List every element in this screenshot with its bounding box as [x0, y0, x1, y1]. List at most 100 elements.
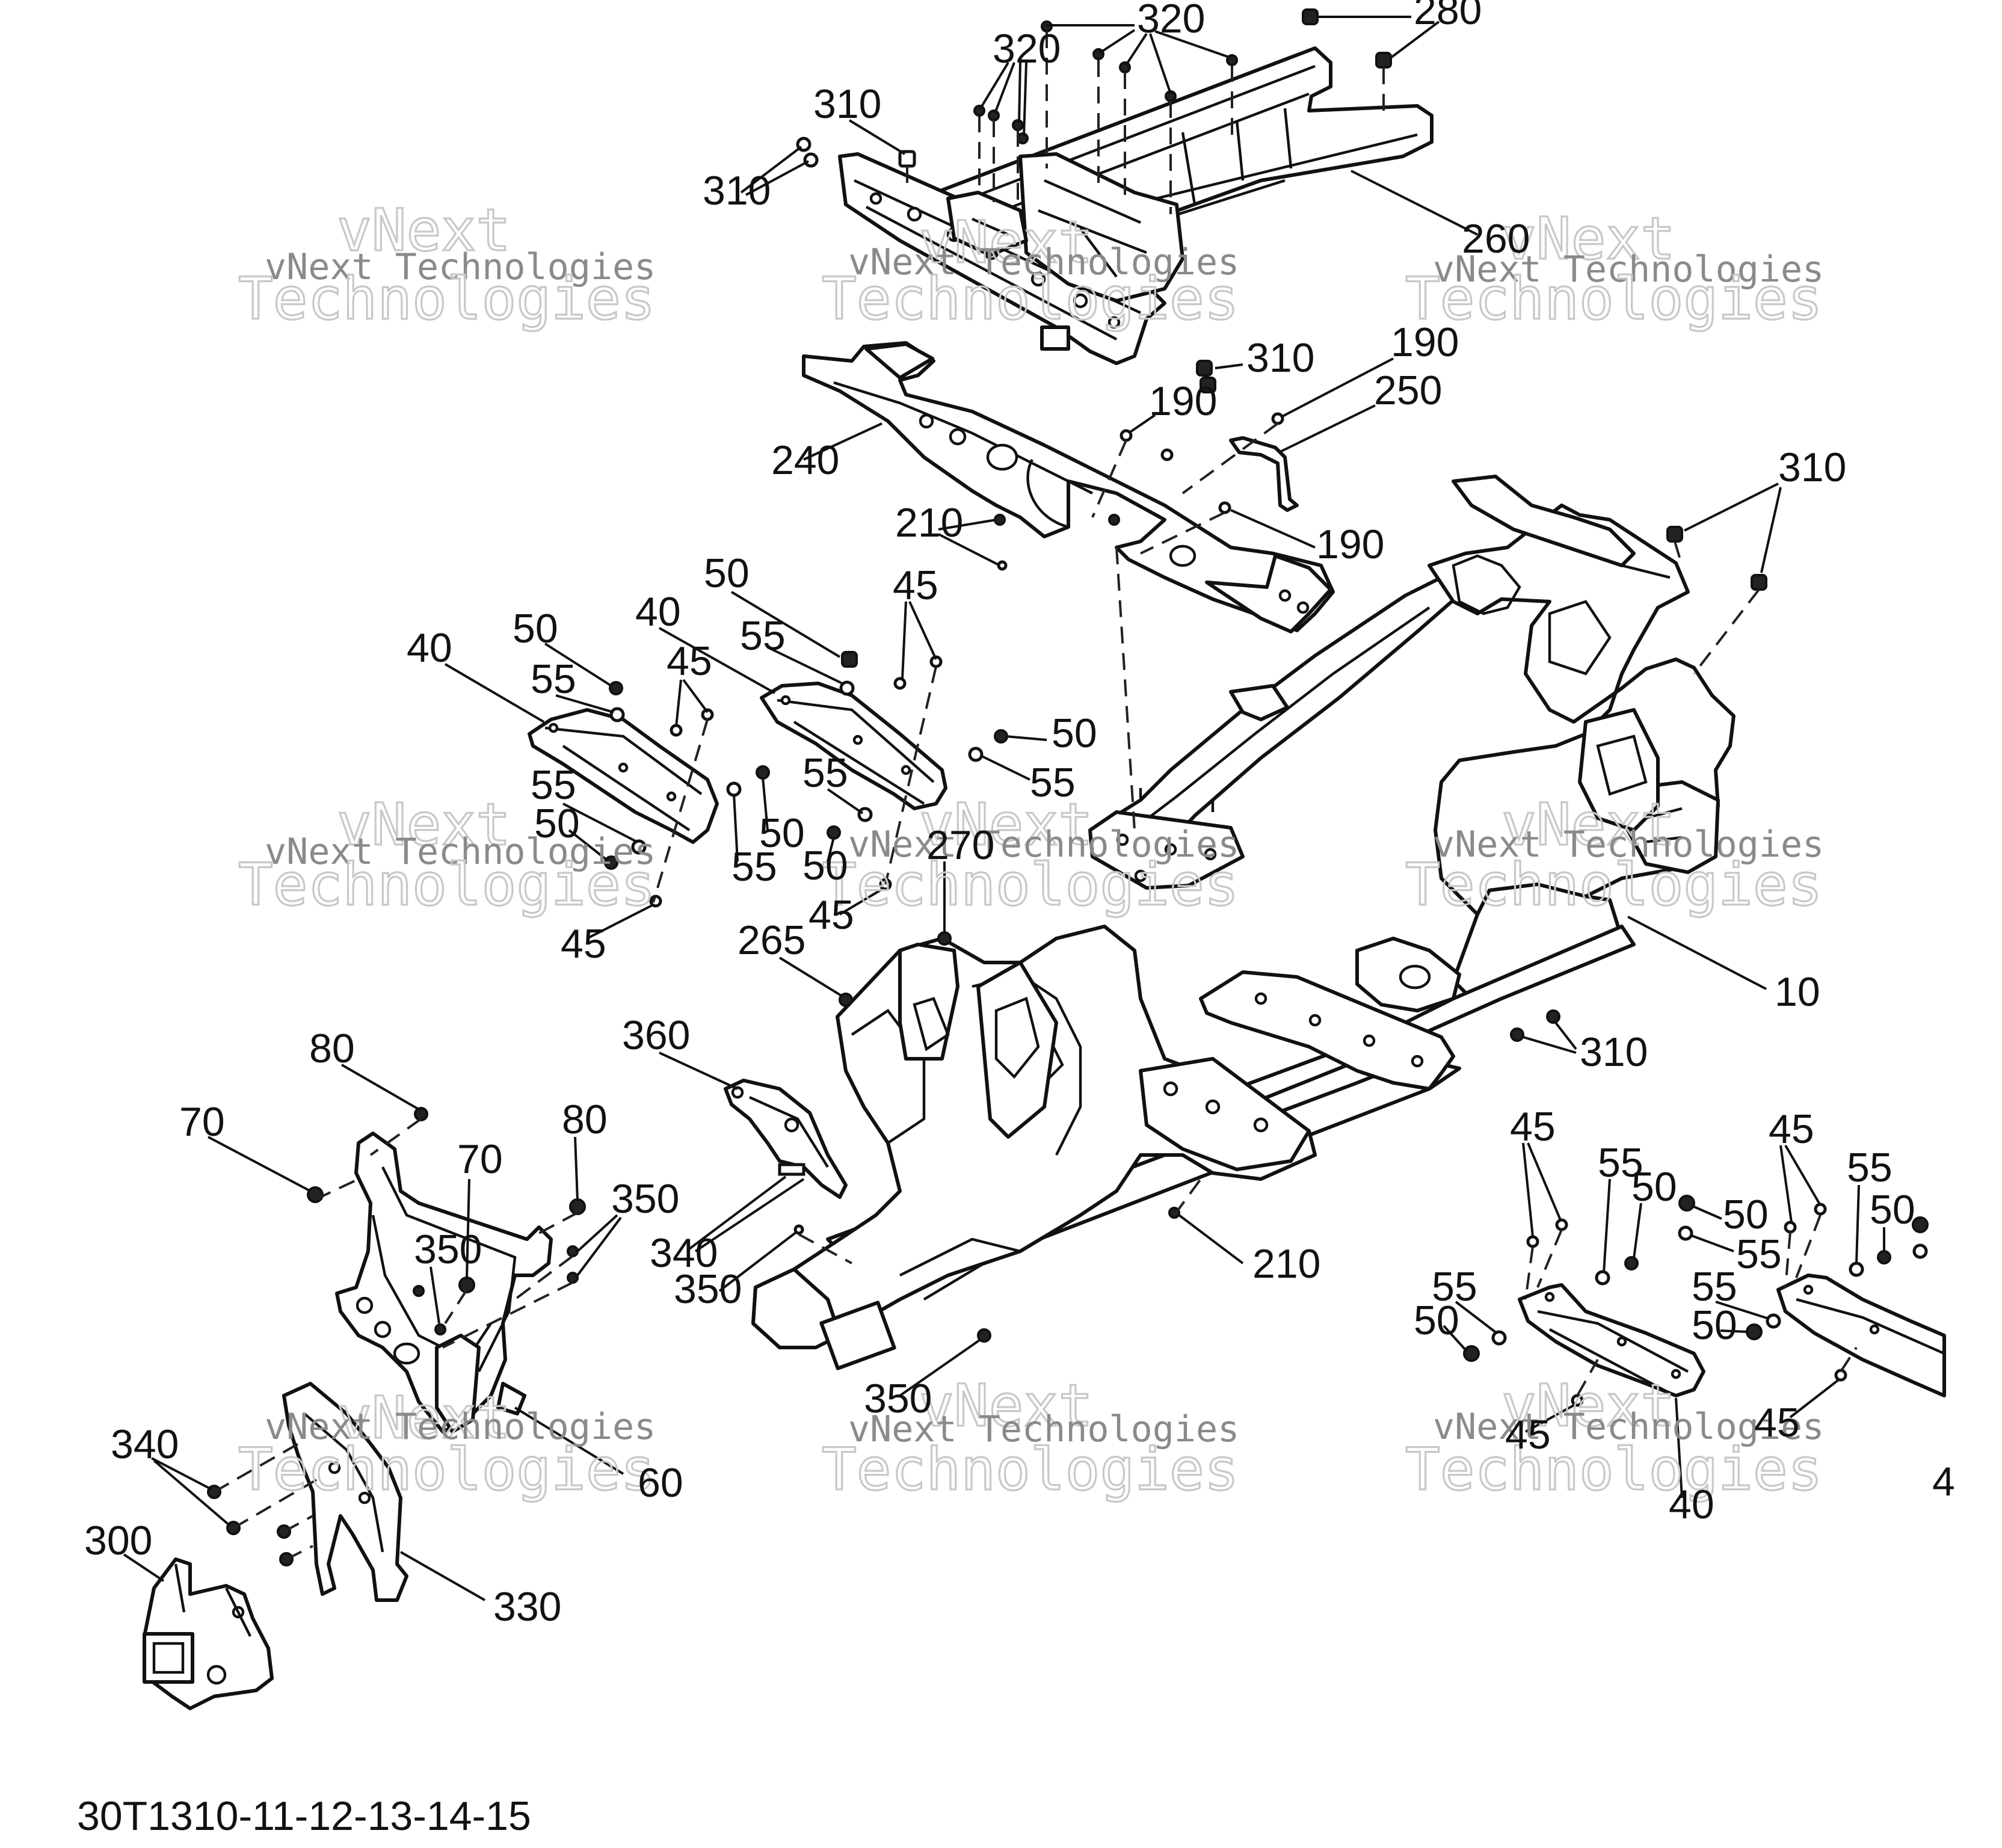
part-40-rail-right	[1518, 1283, 1705, 1397]
part-10-main-frame	[751, 475, 1736, 1370]
callout-350: 350	[674, 1266, 742, 1312]
callout-310: 310	[813, 81, 881, 127]
part-260-upper-rear-frame	[838, 46, 1434, 365]
watermark-big: vNext	[1502, 1372, 1675, 1440]
callout-50: 50	[1631, 1164, 1677, 1210]
callout-55: 55	[1598, 1140, 1643, 1186]
callout-50: 50	[534, 801, 580, 846]
callout-280: 280	[1414, 0, 1482, 33]
callout-80: 80	[309, 1026, 355, 1071]
callout-50: 50	[704, 550, 750, 596]
callout-4: 4	[1932, 1459, 1955, 1505]
part-240-cross-brace	[802, 341, 1335, 633]
watermark-small: vNext Technologies	[1433, 1406, 1824, 1448]
callout-260: 260	[1462, 216, 1530, 262]
callout-310: 310	[1580, 1029, 1648, 1075]
watermark-big: vNext	[919, 209, 1093, 276]
watermark-big: Technologies	[822, 265, 1239, 333]
callout-360: 360	[622, 1012, 690, 1058]
callout-45: 45	[1505, 1412, 1551, 1458]
watermark-big: Technologies	[1405, 1436, 1823, 1503]
callout-350: 350	[611, 1176, 679, 1222]
callout-45: 45	[1510, 1104, 1556, 1150]
watermark-big: vNext	[337, 197, 511, 264]
callout-50: 50	[1052, 710, 1097, 756]
watermark-small: vNext Technologies	[265, 246, 656, 288]
callout-310: 310	[1246, 335, 1314, 381]
callout-50: 50	[759, 810, 805, 856]
callout-80: 80	[562, 1097, 608, 1142]
watermark-small: vNext Technologies	[848, 1408, 1239, 1450]
callout-55: 55	[1432, 1264, 1477, 1310]
watermark-big: Technologies	[238, 1436, 656, 1503]
callout-55: 55	[531, 762, 576, 808]
watermark-big: Technologies	[1405, 265, 1823, 333]
callout-320: 320	[1137, 0, 1205, 42]
watermark-small: vNext Technologies	[848, 824, 1239, 866]
part-360-bracket	[724, 1079, 848, 1199]
callout-265: 265	[738, 917, 805, 963]
callout-300: 300	[84, 1518, 152, 1563]
callout-240: 240	[771, 437, 839, 483]
watermark-big: vNext	[1502, 791, 1675, 858]
callout-45: 45	[561, 921, 606, 967]
callout-55: 55	[1030, 760, 1076, 805]
callout-50: 50	[1414, 1298, 1459, 1343]
part-330-bracket	[282, 1382, 408, 1602]
callout-55: 55	[740, 613, 786, 659]
part-40-rail-left	[528, 708, 719, 844]
callout-350: 350	[414, 1227, 482, 1272]
callout-50: 50	[513, 606, 558, 651]
part-300-hitch-receiver	[143, 1557, 274, 1710]
callout-340: 340	[650, 1230, 718, 1276]
callout-60: 60	[638, 1460, 683, 1506]
callout-320: 320	[993, 26, 1061, 72]
callout-55: 55	[1692, 1264, 1737, 1310]
callout-50: 50	[802, 843, 848, 889]
callout-40: 40	[407, 625, 452, 671]
callout-55: 55	[1847, 1145, 1893, 1190]
callout-55: 55	[1736, 1231, 1782, 1277]
callout-45: 45	[808, 892, 854, 938]
watermark-big: Technologies	[238, 851, 656, 919]
callout-210: 210	[1252, 1241, 1320, 1287]
callout-210: 210	[895, 500, 963, 546]
callout-45: 45	[667, 638, 712, 684]
callout-10: 10	[1775, 969, 1820, 1015]
watermark-small: vNext Technologies	[848, 241, 1239, 283]
watermarks: vNext vNext Technologies Technologies vN…	[237, 196, 1824, 1504]
callout-55: 55	[802, 750, 848, 796]
callout-190: 190	[1391, 319, 1459, 365]
watermark-big: Technologies	[1405, 851, 1823, 919]
watermark-big: vNext	[919, 1372, 1093, 1440]
callout-40: 40	[1669, 1482, 1714, 1527]
callout-270: 270	[926, 822, 994, 868]
leader-lines	[123, 16, 1885, 1601]
figure-reference-code: 30T1310-11-12-13-14-15	[77, 1793, 531, 1839]
callout-labels: 320 320 280 310 310 260 310 190 190 250 …	[84, 0, 1955, 1630]
callout-40: 40	[635, 589, 681, 635]
watermark-big: vNext	[337, 791, 511, 858]
watermark-small: vNext Technologies	[1433, 248, 1824, 291]
assembly-lines	[214, 31, 1858, 1560]
callout-190: 190	[1316, 522, 1384, 567]
callout-350: 350	[864, 1376, 932, 1421]
watermark-small: vNext Technologies	[1433, 824, 1824, 866]
callout-190: 190	[1149, 378, 1217, 424]
watermark-small: vNext Technologies	[265, 1406, 656, 1448]
watermark-big: vNext	[337, 1384, 511, 1452]
callout-55: 55	[732, 844, 777, 890]
watermark-big: Technologies	[238, 265, 656, 333]
callout-330: 330	[493, 1584, 561, 1630]
callout-45: 45	[1754, 1400, 1800, 1446]
watermark-big: vNext	[1502, 205, 1675, 273]
watermark-small: vNext Technologies	[265, 831, 656, 873]
callout-310: 310	[1778, 445, 1846, 490]
callout-70: 70	[179, 1099, 225, 1145]
part-40-rail-far-right	[1776, 1274, 1946, 1397]
callout-250: 250	[1374, 368, 1442, 413]
callout-45: 45	[1769, 1106, 1814, 1152]
watermark-big: Technologies	[822, 1436, 1239, 1503]
watermark-big: vNext	[919, 791, 1093, 858]
